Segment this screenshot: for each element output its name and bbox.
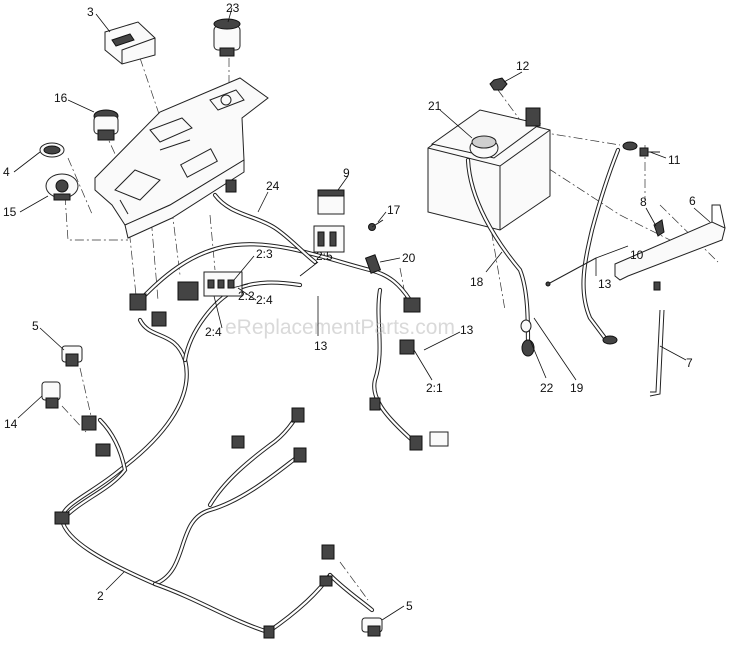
callout-15: 15 — [3, 205, 17, 219]
callout-6: 6 — [689, 194, 696, 208]
callout-2-2: 2:2 — [238, 289, 255, 303]
fuse-holder — [364, 254, 382, 274]
callout-2-5: 2:5 — [316, 249, 333, 263]
callout-8: 8 — [640, 195, 647, 209]
callout-4: 4 — [3, 165, 10, 179]
dash-panel — [94, 77, 269, 239]
callout-18: 18 — [470, 275, 484, 289]
callout-7: 7 — [686, 356, 693, 370]
callout-13-center: 13 — [314, 339, 328, 353]
callout-16: 16 — [54, 91, 68, 105]
callout-5-upper: 5 — [32, 319, 39, 333]
callout-5-lower: 5 — [406, 599, 413, 613]
callout-13-rod: 13 — [598, 277, 612, 291]
callout-14: 14 — [4, 417, 18, 431]
relay-assembly — [313, 189, 345, 253]
battery-bracket — [614, 204, 726, 291]
callout-10: 10 — [630, 248, 644, 262]
callout-3: 3 — [87, 5, 94, 19]
harness-connectors — [54, 179, 449, 639]
screw-8 — [653, 219, 665, 237]
callout-2-4-right: 2:4 — [256, 293, 273, 307]
j-bolt — [649, 309, 665, 397]
nut-12 — [489, 77, 508, 91]
watermark: eReplacementParts.com — [225, 316, 455, 339]
battery — [427, 107, 551, 231]
callout-labels: 23 3 16 4 15 24 9 17 20 2:5 2:3 2:4 2:2 … — [3, 1, 696, 613]
switch-16 — [93, 109, 119, 141]
callout-22: 22 — [540, 381, 554, 395]
hour-meter — [104, 21, 156, 65]
callout-24: 24 — [266, 179, 280, 193]
ignition-switch — [45, 173, 79, 201]
callout-19: 19 — [570, 381, 584, 395]
switch-5-lower — [361, 617, 383, 637]
switch-14 — [41, 381, 61, 409]
callout-2-1: 2:1 — [426, 381, 443, 395]
callout-17: 17 — [387, 203, 401, 217]
callout-2-4-left: 2:4 — [205, 325, 222, 339]
cap-4 — [39, 142, 65, 158]
screw-17 — [368, 219, 384, 231]
wire-harness — [59, 192, 415, 635]
callout-9: 9 — [343, 166, 350, 180]
callout-12: 12 — [516, 59, 530, 73]
callout-13-harness: 13 — [460, 323, 474, 337]
leader-lines — [13, 7, 711, 621]
callout-23: 23 — [226, 1, 240, 15]
battery-cables — [465, 141, 638, 357]
callout-11: 11 — [668, 153, 681, 167]
callout-20: 20 — [402, 251, 416, 265]
rod-13 — [545, 257, 597, 287]
callout-2: 2 — [97, 589, 104, 603]
callout-2-3: 2:3 — [256, 247, 273, 261]
switch-23 — [213, 18, 241, 57]
switch-5-upper — [61, 345, 83, 367]
callout-21: 21 — [428, 99, 442, 113]
